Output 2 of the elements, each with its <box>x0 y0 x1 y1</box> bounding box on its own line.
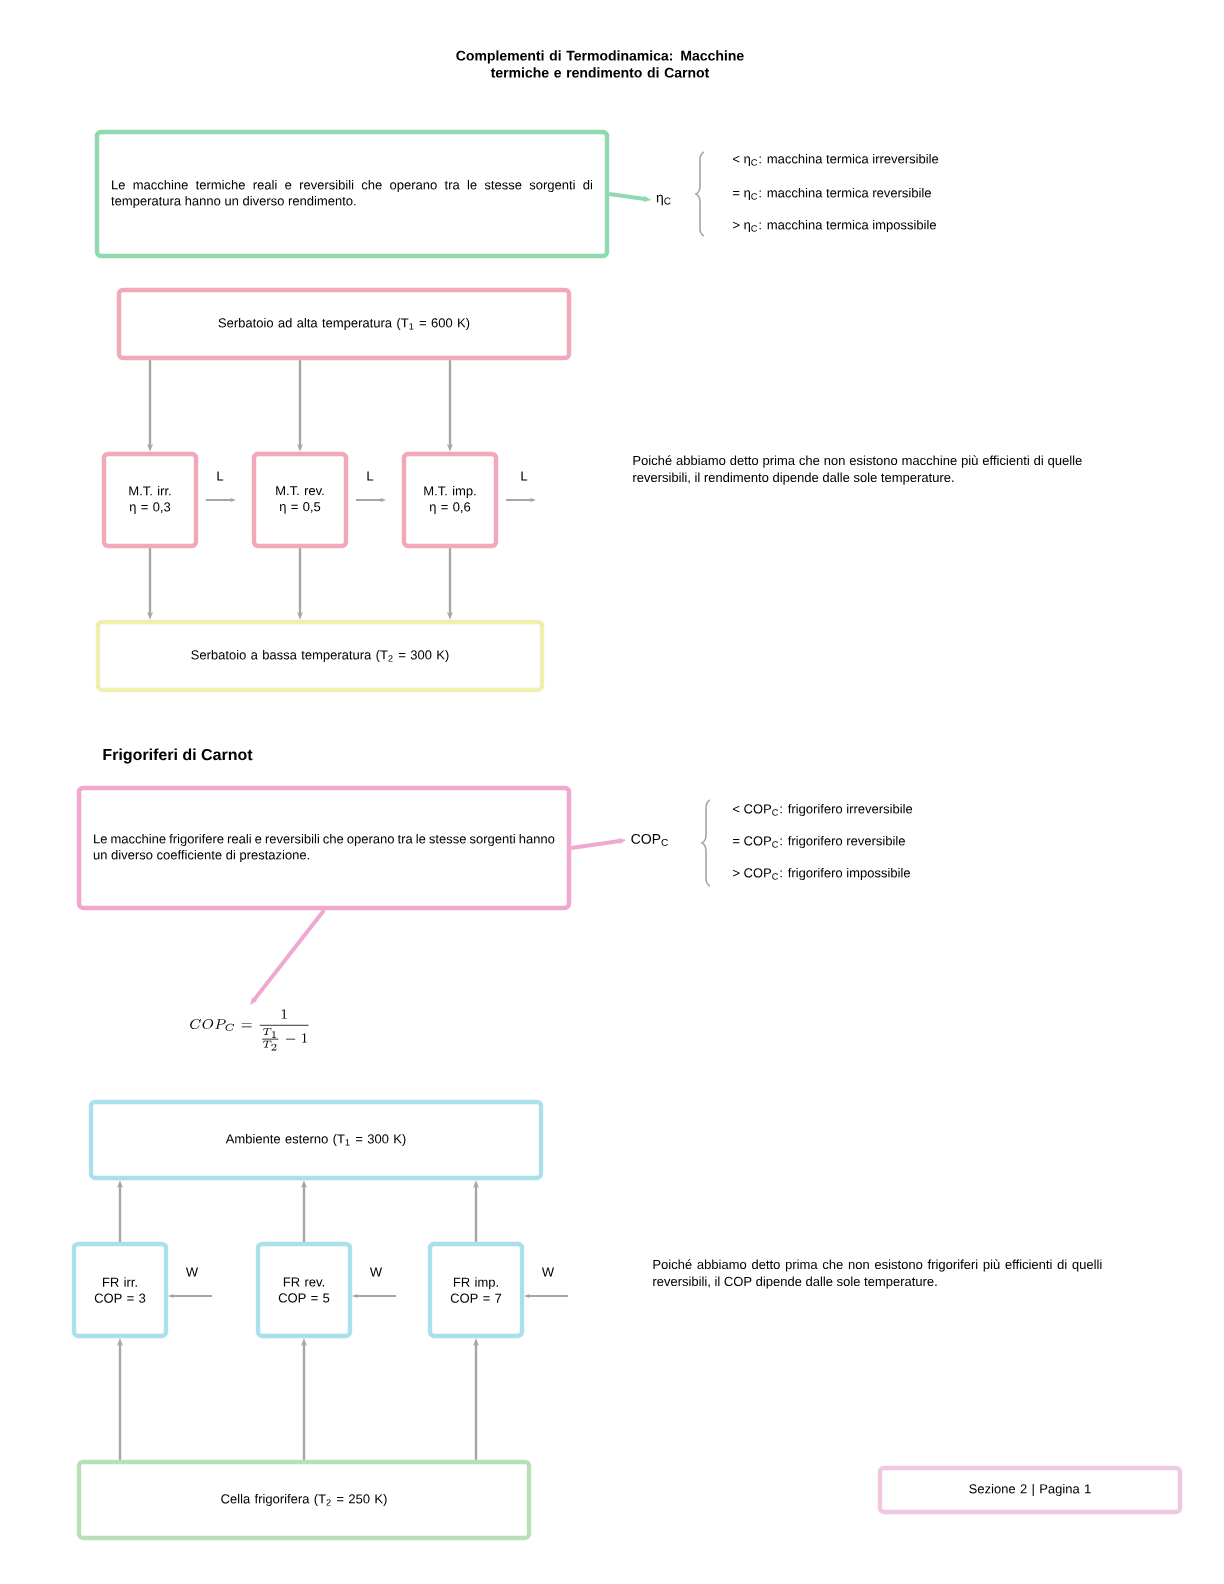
formula: $COP_{C} = \frac{1}{\frac{T_1}{T_2} - 1}$ <box>190 1009 309 1051</box>
section-heading: Frigoriferi di Carnot <box>103 748 253 764</box>
